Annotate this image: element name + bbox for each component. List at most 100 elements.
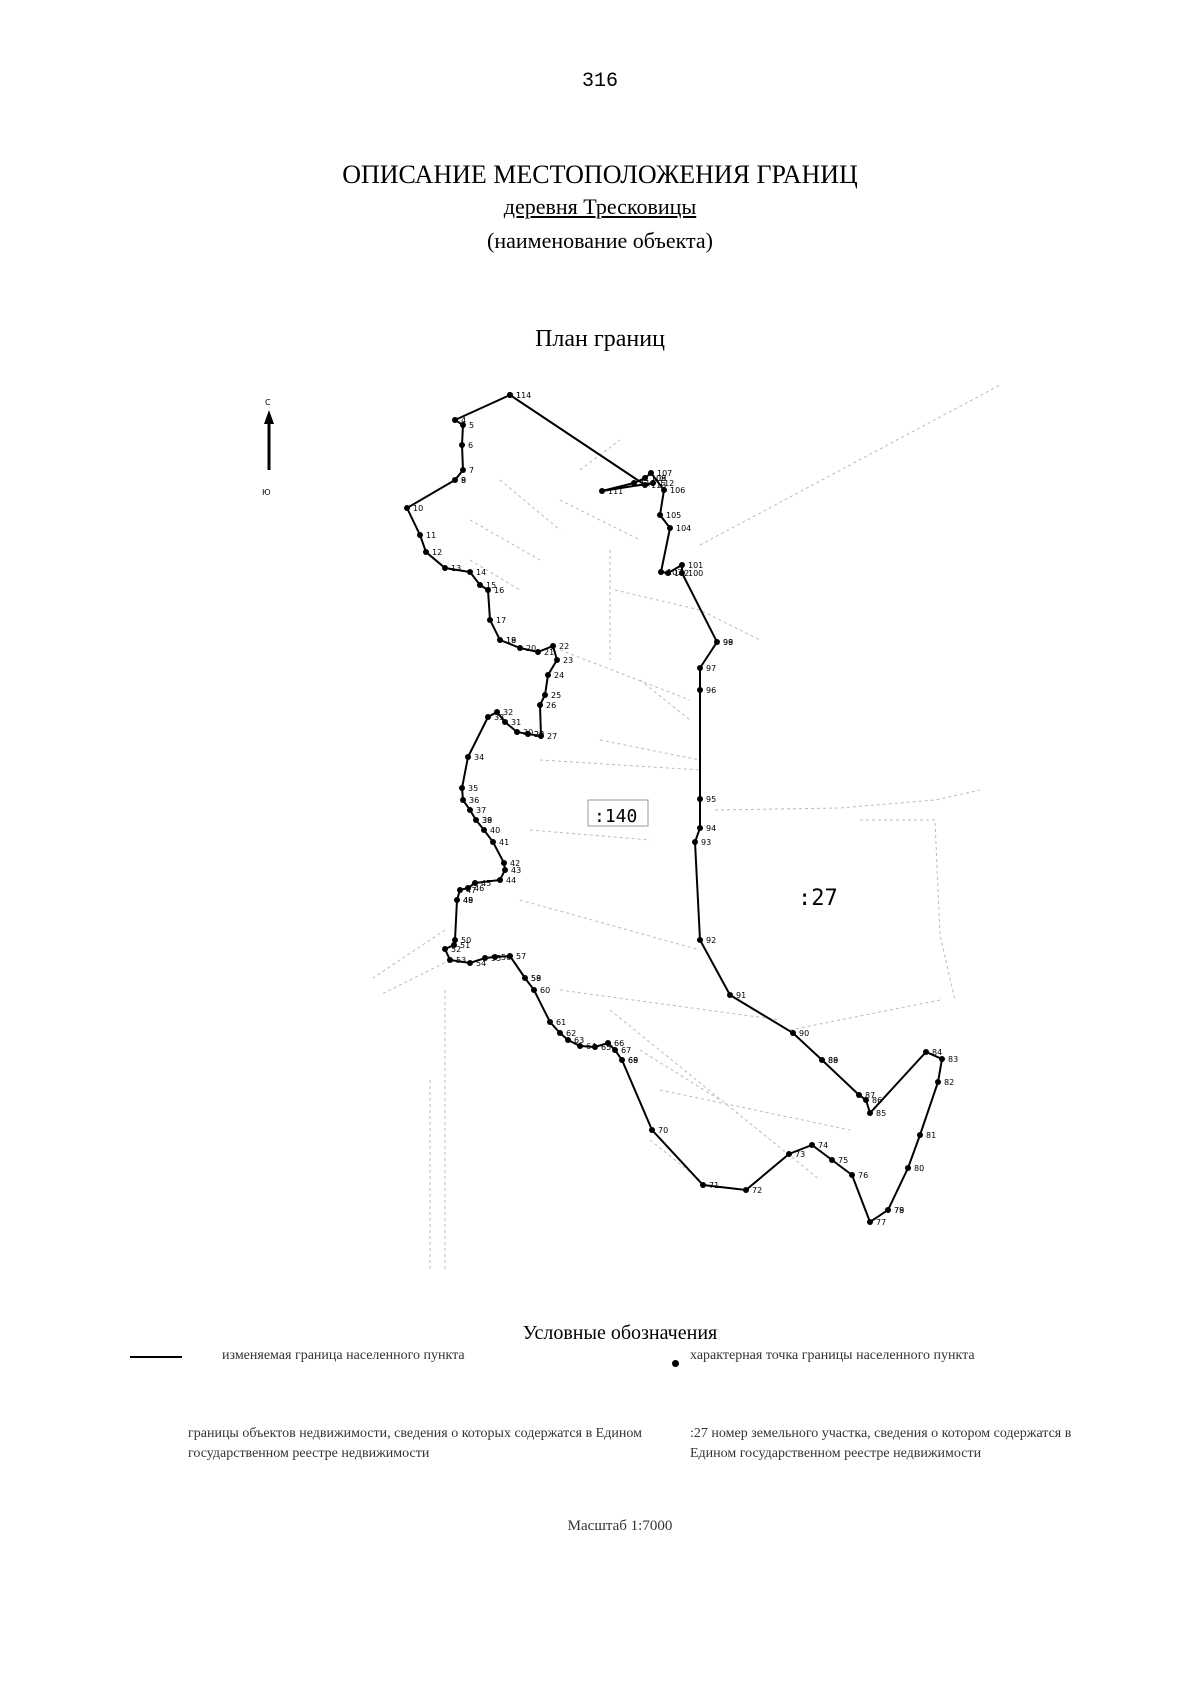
parcel-frame-140 [587, 799, 649, 827]
point-label: 88 [828, 1056, 838, 1065]
boundary-point [490, 839, 496, 845]
point-label: 30 [523, 728, 533, 737]
boundary-point [447, 957, 453, 963]
boundary-point [452, 477, 458, 483]
point-label: 107 [657, 469, 672, 478]
boundary-point [542, 692, 548, 698]
point-label: 4 [461, 416, 466, 425]
point-label: 10 [413, 504, 423, 513]
boundary-point [667, 525, 673, 531]
boundary-point [497, 637, 503, 643]
point-label: 19 [506, 636, 516, 645]
boundary-point [790, 1030, 796, 1036]
boundary-point [452, 417, 458, 423]
point-label: 72 [752, 1186, 762, 1195]
boundary-point [867, 1110, 873, 1116]
point-label: 76 [858, 1171, 868, 1180]
legend-boundary-line [130, 1356, 182, 1358]
point-label: 60 [540, 986, 550, 995]
boundary-point [557, 1030, 563, 1036]
point-label: 90 [799, 1029, 809, 1038]
point-label: 25 [551, 691, 561, 700]
boundary-point [700, 1182, 706, 1188]
boundary-point [658, 569, 664, 575]
boundary-point [459, 442, 465, 448]
point-label: 20 [526, 644, 536, 653]
point-label: 11 [426, 531, 436, 540]
point-label: 23 [563, 656, 573, 665]
boundary-point [537, 702, 543, 708]
boundary-point [545, 672, 551, 678]
boundary-point [612, 1047, 618, 1053]
boundary-point [460, 422, 466, 428]
boundary-point [457, 887, 463, 893]
point-label: 31 [511, 718, 521, 727]
point-label: 110 [640, 479, 655, 488]
point-label: 21 [544, 648, 554, 657]
boundary-point [454, 897, 460, 903]
boundary-point [423, 549, 429, 555]
point-label: 33 [494, 713, 504, 722]
boundary-point [501, 860, 507, 866]
boundary-point [592, 1044, 598, 1050]
boundary-point [923, 1049, 929, 1055]
legend-item-boundary: изменяемая граница населенного пункта [222, 1348, 465, 1363]
boundary-points [404, 392, 945, 1225]
boundary-point [482, 955, 488, 961]
boundary-point [867, 1219, 873, 1225]
point-label: 14 [476, 568, 486, 577]
boundary-point [467, 569, 473, 575]
boundary-point [460, 467, 466, 473]
boundary-point [863, 1097, 869, 1103]
object-caption: (наименование объекта) [487, 228, 713, 253]
legend-item-objects: границы объектов недвижимости, сведения … [188, 1426, 642, 1461]
point-label: 42 [510, 859, 520, 868]
boundary-point [522, 975, 528, 981]
boundary-point [727, 992, 733, 998]
point-label: 63 [574, 1036, 584, 1045]
map-scale: Масштаб 1:7000 [567, 1518, 673, 1534]
boundary-point [905, 1165, 911, 1171]
point-label: 45 [481, 879, 491, 888]
point-label: 35 [468, 784, 478, 793]
boundary-point [497, 877, 503, 883]
point-label: 101 [688, 561, 703, 570]
legend-title: Условные обозначения [522, 1322, 718, 1344]
boundary-point [649, 1127, 655, 1133]
point-label: 105 [666, 511, 681, 520]
boundary-point [939, 1056, 945, 1062]
point-label: 78 [894, 1206, 904, 1215]
boundary-point [517, 645, 523, 651]
point-label: 54 [476, 959, 486, 968]
point-label: 114 [516, 391, 531, 400]
point-label: 8 [461, 476, 466, 485]
point-label: 87 [865, 1091, 875, 1100]
point-label: 92 [706, 936, 716, 945]
boundary-point [514, 729, 520, 735]
point-label: 43 [511, 866, 521, 875]
boundary-point [829, 1157, 835, 1163]
point-label: 68 [628, 1056, 638, 1065]
point-label: 48 [463, 896, 473, 905]
point-label: 104 [676, 524, 691, 533]
point-label: 50 [461, 936, 471, 945]
point-label: 71 [709, 1181, 719, 1190]
boundary-point [743, 1187, 749, 1193]
point-label: 97 [706, 664, 716, 673]
boundary-point [502, 719, 508, 725]
boundary-point [460, 797, 466, 803]
point-label: 98 [723, 638, 733, 647]
boundary-point [502, 867, 508, 873]
legend-item-parcel-number: :27 номер земельного участка, сведения о… [690, 1426, 1072, 1461]
point-label: 37 [476, 806, 486, 815]
object-name-line: деревня Тресковицы [0, 194, 1200, 220]
point-label: 38 [482, 816, 492, 825]
boundary-point [849, 1172, 855, 1178]
point-label: 65 [601, 1043, 611, 1052]
point-label: 67 [621, 1046, 631, 1055]
point-label: 84 [932, 1048, 942, 1057]
boundary-point [404, 505, 410, 511]
boundary-point [619, 1057, 625, 1063]
boundary-point [492, 954, 498, 960]
